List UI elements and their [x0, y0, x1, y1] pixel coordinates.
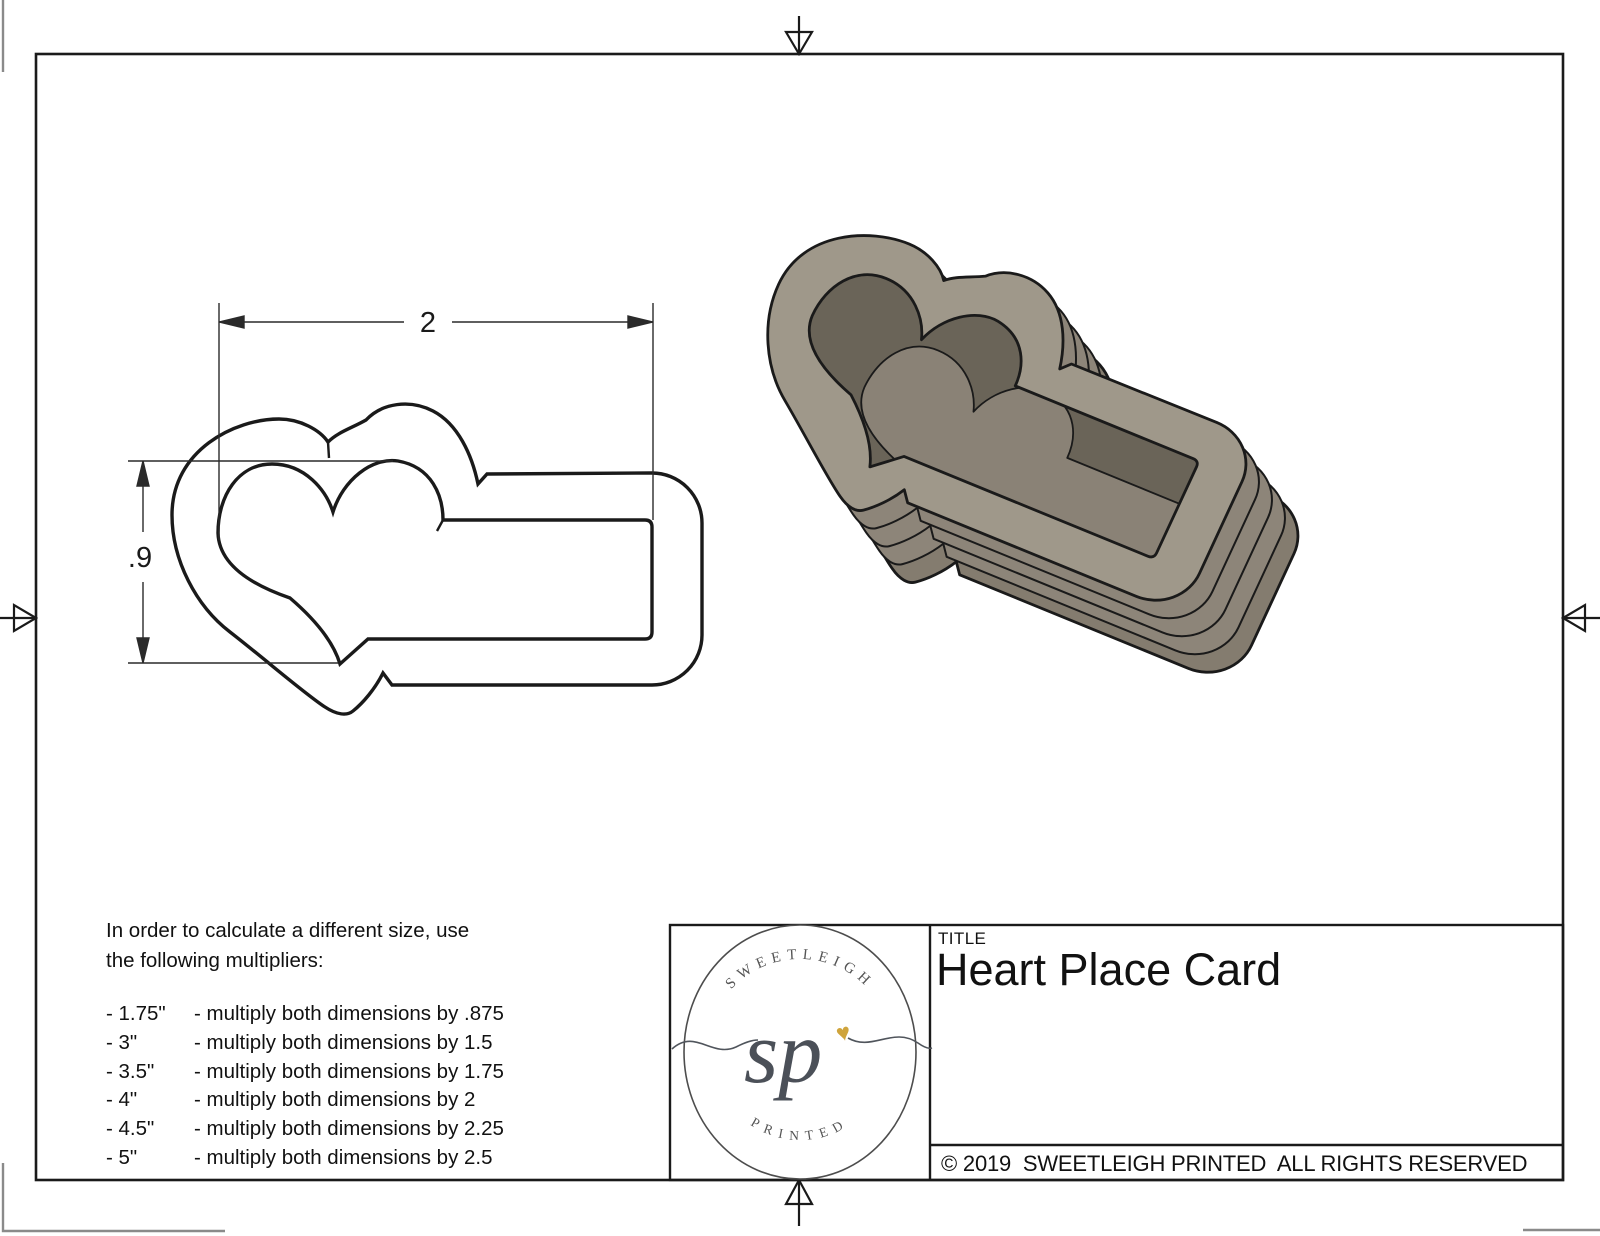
multiplier-rule: - multiply both dimensions by 1.75: [194, 1059, 504, 1083]
logo-swash-right: [847, 1036, 933, 1050]
multiplier-rule: - multiply both dimensions by 2.5: [194, 1145, 493, 1169]
instructions-intro-line2: the following multipliers:: [106, 949, 324, 972]
dimension-height: [128, 460, 393, 664]
logo-circle: [683, 924, 917, 1180]
drawing-2d: 2 .9: [128, 303, 704, 716]
logo-heart-icon: ♥: [834, 1018, 854, 1047]
registration-mark-bottom: [784, 1177, 814, 1226]
multiplier-row: - 3.5" - multiply both dimensions by 1.7…: [106, 1058, 504, 1087]
sizing-instructions: In order to calculate a different size, …: [106, 916, 504, 1173]
registration-mark-top: [784, 16, 814, 57]
multiplier-rule: - multiply both dimensions by 1.5: [194, 1030, 493, 1054]
render-3d: [703, 193, 1340, 710]
dimension-height-label: .9: [128, 542, 152, 574]
multiplier-rule: - multiply both dimensions by 2.25: [194, 1117, 504, 1141]
cutter-rim: [703, 193, 1287, 638]
instructions-intro-line1: In order to calculate a different size, …: [106, 919, 470, 942]
multiplier-row: - 4" - multiply both dimensions by 2: [106, 1086, 504, 1115]
title-field-label: TITLE: [938, 929, 987, 948]
registration-mark-left: [0, 603, 39, 633]
multiplier-rule: - multiply both dimensions by 2: [194, 1088, 476, 1112]
multiplier-size: - 5": [106, 1145, 138, 1169]
multiplier-row: - 4.5" - multiply both dimensions by 2.2…: [106, 1115, 504, 1144]
multiplier-row: - 3" - multiply both dimensions by 1.5: [106, 1029, 504, 1058]
multiplier-size: - 3.5": [106, 1059, 155, 1083]
multiplier-row: - 1.75" - multiply both dimensions by .8…: [106, 1000, 504, 1029]
registration-mark-right: [1560, 603, 1600, 633]
dimension-width: [218, 303, 654, 540]
page-title: Heart Place Card: [936, 944, 1282, 995]
multiplier-rule: - multiply both dimensions by .875: [194, 1002, 504, 1025]
dimension-width-label: 2: [420, 307, 436, 339]
copyright-text: © 2019 SWEETLEIGH PRINTED ALL RIGHTS RES…: [941, 1151, 1528, 1176]
multiplier-size: - 4.5": [106, 1117, 155, 1141]
inner-contour: [216, 458, 654, 668]
multiplier-list: - 1.75" - multiply both dimensions by .8…: [106, 1000, 504, 1173]
multiplier-row: - 5" - multiply both dimensions by 2.5: [106, 1144, 504, 1173]
multiplier-size: - 4": [106, 1088, 138, 1112]
outer-contour: [170, 402, 704, 716]
brand-logo: SWEETLEIGH PRINTED sp ♥: [671, 924, 933, 1180]
logo-monogram: sp: [744, 1005, 822, 1102]
multiplier-size: - 1.75": [106, 1002, 166, 1025]
title-block-grid: [668, 923, 1565, 1182]
multiplier-size: - 3": [106, 1030, 138, 1054]
logo-swash-left: [671, 1039, 759, 1051]
